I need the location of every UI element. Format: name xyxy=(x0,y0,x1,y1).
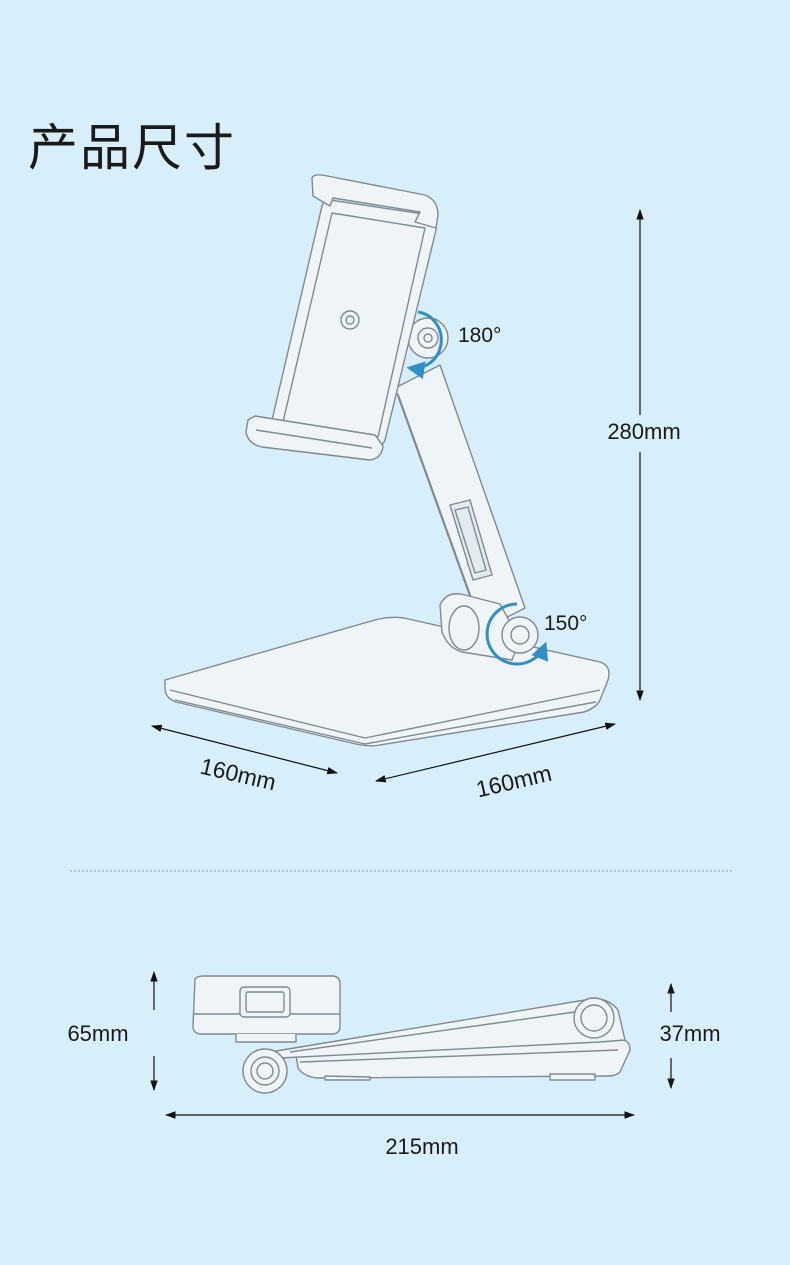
base-height-label: 37mm xyxy=(659,1021,720,1046)
tablet-holder-bottom-clamp xyxy=(245,415,384,461)
stand-lower-arm xyxy=(394,364,526,631)
rotation-label-150: 150° xyxy=(544,612,587,635)
height-dimension: 280mm xyxy=(607,208,681,702)
rotation-arc-180 xyxy=(406,310,443,380)
base-height-dimension: 37mm xyxy=(659,982,721,1090)
height-label: 280mm xyxy=(607,419,680,444)
folded-height-dimension: 65mm xyxy=(67,970,158,1092)
rotation-indicators xyxy=(406,310,549,666)
depth-label: 160mm xyxy=(198,753,279,796)
length-label: 215mm xyxy=(385,1134,458,1159)
depth-dimension: 160mm xyxy=(150,724,339,796)
folded-height-label: 65mm xyxy=(67,1021,128,1046)
length-dimension: 215mm xyxy=(164,1111,636,1159)
stand-folded-side-drawing xyxy=(192,975,631,1094)
stand-perspective-drawing xyxy=(164,174,610,747)
rotation-arc-150 xyxy=(485,602,549,666)
rotation-label-180: 180° xyxy=(458,324,501,347)
tablet-holder-top-clamp xyxy=(311,174,439,229)
folded-base xyxy=(295,1039,631,1079)
width-label: 160mm xyxy=(473,760,554,803)
page-title: 产品尺寸 xyxy=(28,119,236,177)
stand-base-plate xyxy=(164,616,610,747)
